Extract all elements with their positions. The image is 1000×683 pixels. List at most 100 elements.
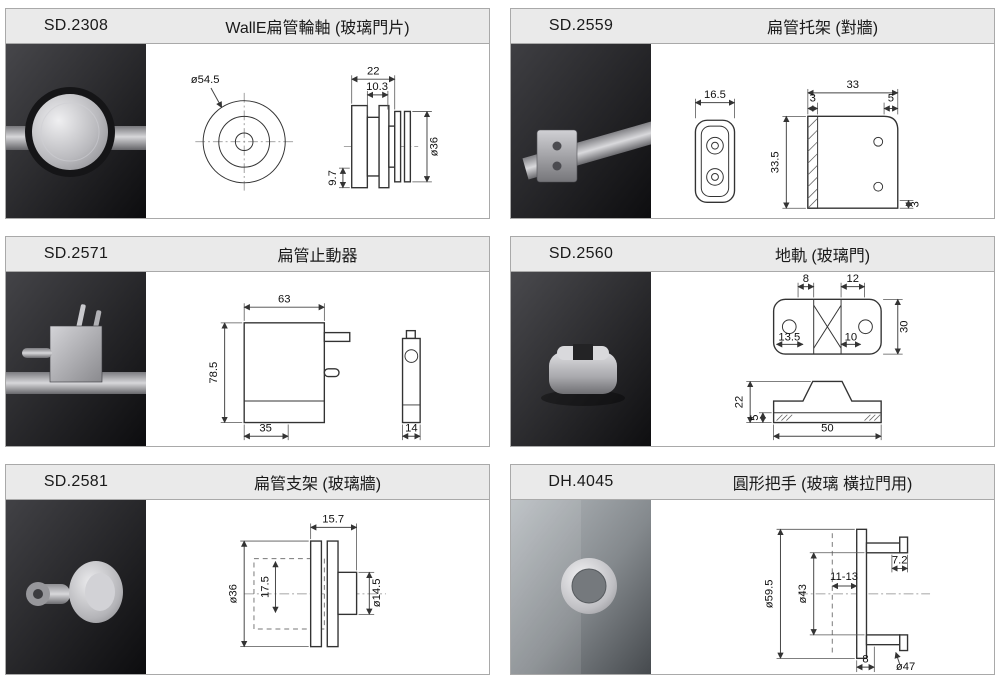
dimensions: ø59.5 ø43 7.2 11-13 8 ø47 <box>764 528 915 673</box>
dim-slot-left: 8 <box>803 273 809 285</box>
dim-groove: 10.3 <box>366 81 388 93</box>
product-body: 16.5 33 3 5 33.5 <box>511 44 994 218</box>
drawing-glass-standoff: 15.7 ø36 17.5 ø14.5 <box>227 513 386 648</box>
product-card-sd2571: SD.2571 扁管止動器 <box>5 236 490 447</box>
dim-base-height: 5 <box>749 415 761 421</box>
photo-glass-standoff <box>6 500 146 674</box>
drawing-wall-bracket: 16.5 33 3 5 33.5 <box>694 79 921 209</box>
dim-height: 22 <box>733 396 745 409</box>
dimensions: 16.5 33 3 5 33.5 <box>694 79 921 209</box>
product-photo <box>511 44 651 218</box>
product-card-sd2560: SD.2560 地軌 (玻璃門) <box>510 236 995 447</box>
photo-round-handle <box>511 500 651 674</box>
side-view <box>401 329 421 424</box>
product-code: DH.4045 <box>548 473 614 490</box>
product-card-sd2581: SD.2581 扁管支架 (玻璃牆) <box>5 464 490 675</box>
photo-roller-wheel <box>6 44 146 218</box>
photo-stopper <box>6 272 146 446</box>
product-title: 地軌 (玻璃門) <box>774 248 871 265</box>
dim-length: 50 <box>821 422 834 434</box>
dim-body-width: 63 <box>278 293 290 305</box>
front-view: ø54.5 <box>191 74 294 191</box>
technical-drawing: 63 78.5 35 14 <box>146 272 489 446</box>
technical-drawing: 8 12 30 13.5 10 22 <box>651 272 994 446</box>
product-header: SD.2581 扁管支架 (玻璃牆) <box>6 465 489 500</box>
technical-drawing: ø54.5 22 <box>146 44 489 218</box>
product-code: SD.2559 <box>548 17 614 34</box>
dim-offset: 9.7 <box>327 170 339 186</box>
product-header: SD.2560 地軌 (玻璃門) <box>511 237 994 272</box>
dim-shaft-dia: ø14.5 <box>371 578 383 607</box>
dim-depth: 15.7 <box>322 513 344 525</box>
dim-plate-height: 33.5 <box>770 151 782 173</box>
dim-outer-dia: ø59.5 <box>764 579 776 608</box>
technical-drawing: 15.7 ø36 17.5 ø14.5 <box>146 500 489 674</box>
plan-view <box>772 298 882 355</box>
dim-side-width: 14 <box>405 422 417 434</box>
product-code: SD.2581 <box>43 473 109 490</box>
product-code: SD.2571 <box>43 245 109 262</box>
dim-back-dia: ø47 <box>896 661 915 673</box>
product-header: SD.2559 扁管托架 (對牆) <box>511 9 994 44</box>
product-body: 15.7 ø36 17.5 ø14.5 <box>6 500 489 674</box>
dim-inner-left: 13.5 <box>778 331 800 343</box>
dim-inner-right: 10 <box>845 331 858 343</box>
dimensions: 8 12 30 13.5 10 22 <box>733 273 911 441</box>
product-body: 63 78.5 35 14 <box>6 272 489 446</box>
dim-glass-range: 11-13 <box>830 571 858 583</box>
dim-base-depth: 8 <box>862 653 868 665</box>
product-header: DH.4045 圓形把手 (玻璃 橫拉門用) <box>511 465 994 500</box>
side-view <box>807 115 899 209</box>
dim-wheel-dia: ø54.5 <box>191 74 220 86</box>
product-card-dh4045: DH.4045 圓形把手 (玻璃 橫拉門用) <box>510 464 995 675</box>
dim-front-width: 16.5 <box>704 89 726 101</box>
dim-base-width: 35 <box>259 422 272 434</box>
product-photo <box>6 44 146 218</box>
product-title: WallE扁管輪軸 (玻璃門片) <box>225 20 410 37</box>
product-photo <box>511 272 651 446</box>
dim-hole-inset: 5 <box>888 93 894 105</box>
product-photo <box>6 500 146 674</box>
technical-drawing: 16.5 33 3 5 33.5 <box>651 44 994 218</box>
dim-clamp-dia: ø36 <box>429 137 441 156</box>
product-title: 扁管托架 (對牆) <box>766 20 879 37</box>
product-card-sd2308: SD.2308 WallE扁管輪軸 (玻璃門片) <box>5 8 490 219</box>
dim-glass-inset: 17.5 <box>260 576 272 598</box>
product-header: SD.2308 WallE扁管輪軸 (玻璃門片) <box>6 9 489 44</box>
product-body: ø59.5 ø43 7.2 11-13 8 ø47 <box>511 500 994 674</box>
product-code: SD.2560 <box>548 245 614 262</box>
product-body: ø54.5 22 <box>6 44 489 218</box>
product-title: 圓形把手 (玻璃 橫拉門用) <box>732 476 913 493</box>
dim-lip-depth: 7.2 <box>892 555 908 567</box>
dimensions: 15.7 ø36 17.5 ø14.5 <box>227 513 383 648</box>
drawing-floor-guide: 8 12 30 13.5 10 22 <box>733 273 911 441</box>
dimensions: 63 78.5 35 14 <box>208 293 421 441</box>
dim-recess-dia: ø43 <box>797 584 809 603</box>
product-header: SD.2571 扁管止動器 <box>6 237 489 272</box>
product-photo <box>511 500 651 674</box>
dim-width: 22 <box>367 65 380 77</box>
technical-drawing: ø59.5 ø43 7.2 11-13 8 ø47 <box>651 500 994 674</box>
side-view <box>343 104 419 189</box>
front-view <box>243 322 351 424</box>
product-body: 8 12 30 13.5 10 22 <box>511 272 994 446</box>
product-code: SD.2308 <box>43 17 109 34</box>
dim-disc-dia: ø36 <box>227 584 239 603</box>
photo-floor-guide <box>511 272 651 446</box>
front-view <box>694 119 736 204</box>
dim-plan-depth: 30 <box>899 320 911 333</box>
product-title: 扁管支架 (玻璃牆) <box>253 476 382 493</box>
product-card-sd2559: SD.2559 扁管托架 (對牆) <box>510 8 995 219</box>
drawing-stopper: 63 78.5 35 14 <box>208 293 421 441</box>
front-view <box>772 380 882 424</box>
product-title: 扁管止動器 <box>277 248 358 265</box>
dim-slot-right: 12 <box>847 273 860 285</box>
dim-edge-top: 3 <box>810 93 816 105</box>
photo-wall-bracket <box>511 44 651 218</box>
dimensions: 22 10.3 ø36 9.7 <box>327 65 441 189</box>
section-view <box>798 528 931 660</box>
dim-plate-width: 33 <box>847 79 860 91</box>
dim-body-height: 78.5 <box>208 362 220 384</box>
drawing-roller-wheel: ø54.5 22 <box>191 65 441 191</box>
